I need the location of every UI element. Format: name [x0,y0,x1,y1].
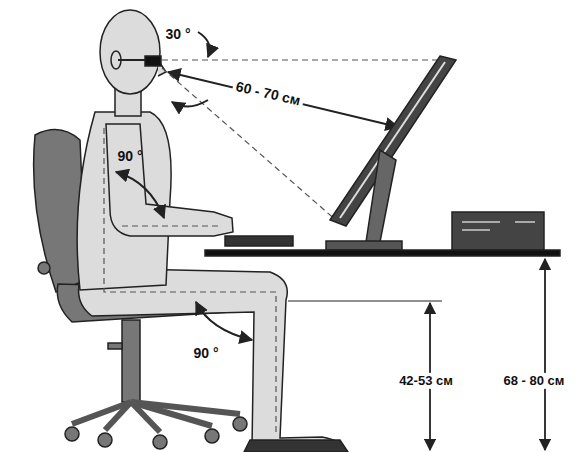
angle-label: 90 ° [190,345,221,362]
distance-label: 60 - 70 см [231,77,305,110]
angle-arrow [198,32,210,57]
chair-leg [105,402,131,430]
angle-label: 90 ° [114,148,145,165]
dimension-lines [288,259,545,450]
posture-line [122,225,222,226]
posture-line [104,128,276,432]
system-unit-detail [462,222,535,230]
angle-arrow [196,302,252,340]
footrest [244,440,348,452]
distance-arrow [168,72,398,127]
chair-wheel [153,435,167,449]
dimension-label: 68 - 80 см [501,373,568,389]
glasses [145,56,161,66]
chair-knob [38,262,50,274]
monitor-stand [366,150,396,242]
system-unit [452,212,544,250]
dimension-arrow [544,259,546,450]
angle-label: 30 ° [162,26,193,43]
desk-set [205,56,560,452]
angle-arrow [116,172,164,218]
dimension-label: 42-53 см [396,373,456,389]
keyboard [225,236,293,246]
person [77,10,342,448]
chair-wheel [233,417,247,431]
chair-wheel [98,433,112,447]
chair-leg [131,402,240,414]
monitor-screen [330,56,456,226]
chair-lever [108,343,122,349]
angle-arrow [172,100,208,107]
monitor-glass [340,62,445,218]
chair-base [72,402,240,432]
monitor-base [326,241,402,250]
dimension-line [288,300,442,301]
chair-cylinder [122,320,140,402]
person-head [100,10,160,94]
glasses-arm [118,59,145,61]
person-legs [79,268,342,448]
chair-wheel [205,429,219,443]
sight-line [162,59,444,60]
desk-top [205,250,560,256]
person-arm [106,124,233,236]
sight-line [162,68,338,222]
chair-wheel [65,427,79,441]
posture-lines [104,60,444,432]
